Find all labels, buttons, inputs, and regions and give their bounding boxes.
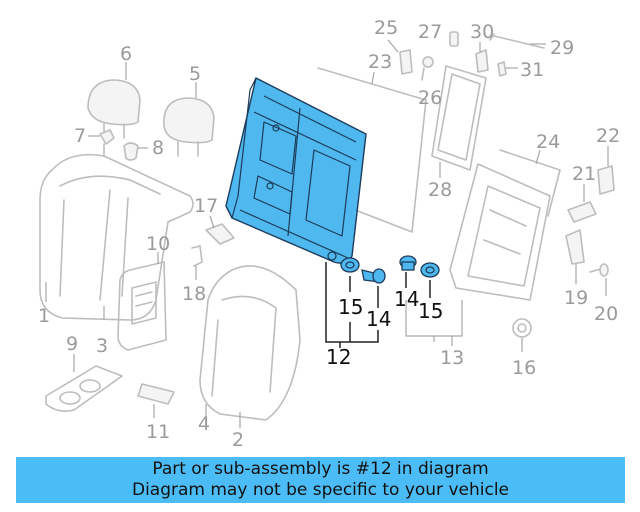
armrest-frame	[117, 252, 167, 351]
seatback-frame-highlighted	[225, 77, 367, 264]
clip-18	[191, 245, 203, 280]
banner-line-1: Part or sub-assembly is #12 in diagram	[152, 459, 489, 479]
callout-5: 5	[189, 63, 201, 85]
guide-8	[123, 142, 148, 161]
callout-15-left: 15	[338, 295, 363, 319]
callout-14-right: 14	[394, 287, 419, 311]
callout-3: 3	[96, 335, 108, 357]
seatback-cushion-left	[39, 153, 194, 321]
part-31	[497, 61, 518, 77]
callout-18: 18	[182, 283, 206, 305]
part-29	[489, 33, 546, 49]
callout-labels: 1 2 3 4 5 6 7 8 9 10 11 12 13 14 14 15 1…	[38, 17, 620, 451]
callout-14-left: 14	[366, 307, 391, 331]
callout-11: 11	[146, 421, 170, 443]
callout-24: 24	[536, 131, 560, 153]
part-16	[512, 318, 532, 352]
bracket-17	[205, 215, 235, 245]
callout-16: 16	[512, 357, 536, 379]
hardware-15-right	[420, 262, 440, 278]
parts-diagram: 1 2 3 4 5 6 7 8 9 10 11 12 13 14 14 15 1…	[38, 17, 620, 451]
callout-28: 28	[428, 179, 452, 201]
leader-lines-13	[405, 300, 463, 346]
callout-19: 19	[564, 287, 588, 309]
callout-22: 22	[596, 125, 620, 147]
part-20	[589, 263, 609, 296]
hardware-14-right	[399, 255, 417, 271]
callout-25: 25	[374, 17, 398, 39]
callout-10: 10	[146, 233, 170, 255]
callout-13: 13	[440, 347, 464, 369]
callout-15-right: 15	[418, 299, 443, 323]
callout-6: 6	[120, 43, 132, 65]
hardware-15-left	[340, 257, 360, 273]
headrest-left	[87, 62, 141, 139]
callout-7: 7	[74, 125, 86, 147]
backing-panel	[317, 67, 427, 233]
armrest-cupholder	[45, 354, 123, 412]
part-26	[421, 56, 434, 81]
callout-20: 20	[594, 303, 618, 325]
leader-lines-12	[325, 262, 431, 348]
callout-26: 26	[418, 87, 442, 109]
callout-1: 1	[38, 305, 50, 327]
callout-9: 9	[66, 333, 78, 355]
part-19	[565, 229, 585, 284]
part-27	[449, 31, 459, 47]
callout-21: 21	[572, 163, 596, 185]
part-21	[567, 184, 597, 223]
trim-panel-28	[431, 65, 487, 178]
callout-27: 27	[418, 21, 442, 43]
callout-4: 4	[198, 413, 210, 435]
part-22	[597, 146, 615, 195]
callout-2: 2	[232, 429, 244, 451]
info-banner: Part or sub-assembly is #12 in diagram D…	[16, 457, 625, 503]
hardware-14-left	[361, 268, 386, 284]
callout-12[interactable]: 12	[326, 345, 351, 369]
trim-strip	[137, 383, 175, 418]
clip-7	[88, 129, 115, 157]
callout-29: 29	[550, 37, 574, 59]
callout-31: 31	[520, 59, 544, 81]
callout-8: 8	[152, 137, 164, 159]
part-25	[387, 39, 413, 75]
callout-23: 23	[368, 51, 392, 73]
banner-line-2: Diagram may not be specific to your vehi…	[131, 480, 509, 500]
part-30	[475, 42, 489, 73]
seatback-panel-right	[449, 149, 561, 301]
callout-30: 30	[470, 21, 494, 43]
callout-17: 17	[194, 195, 218, 217]
seatback-cushion-center	[199, 265, 301, 428]
headrest-center	[163, 82, 215, 157]
